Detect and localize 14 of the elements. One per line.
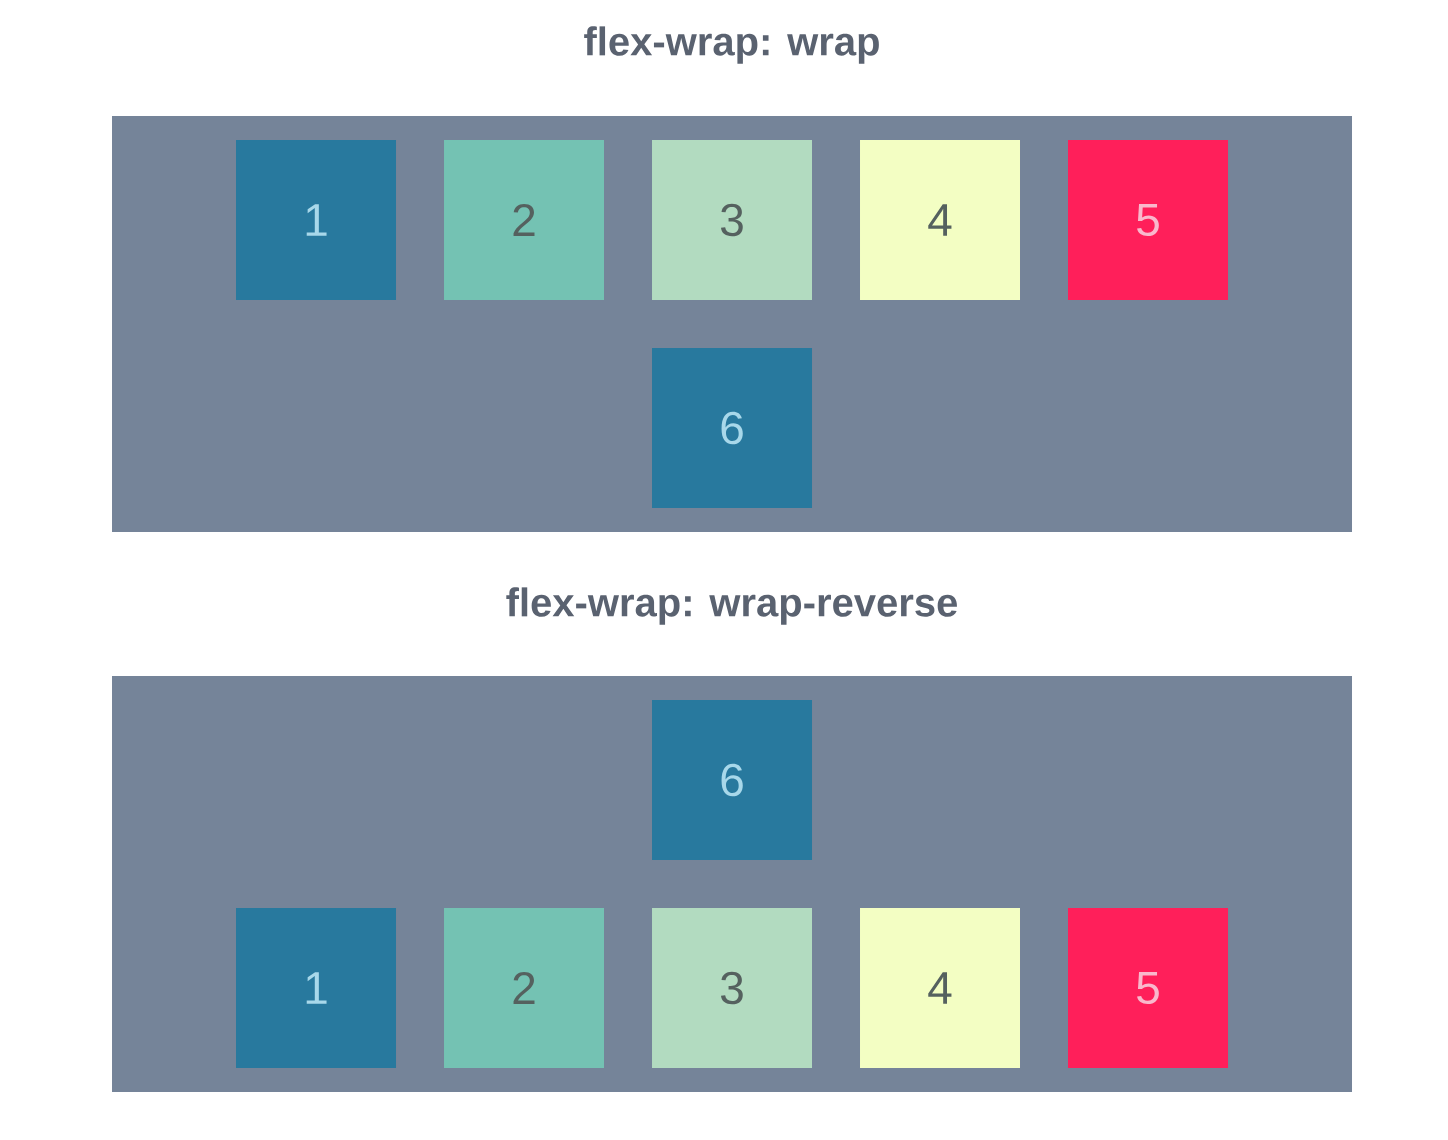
flex-item: 2 — [444, 140, 604, 300]
flex-item: 4 — [860, 140, 1020, 300]
heading: flex-wrap: wrap-reverse — [506, 587, 957, 625]
heading: flex-wrap: wrap — [584, 26, 879, 64]
flex-item: 3 — [652, 908, 812, 1068]
flex-item: 5 — [1068, 140, 1228, 300]
flex-item: 4 — [860, 908, 1020, 1068]
flex-item: 2 — [444, 908, 604, 1068]
flex-item: 6 — [652, 700, 812, 860]
flex-item: 3 — [652, 140, 812, 300]
flex-item: 6 — [652, 348, 812, 508]
flex-item: 1 — [236, 140, 396, 300]
flex-item: 5 — [1068, 908, 1228, 1068]
flex-item: 1 — [236, 908, 396, 1068]
